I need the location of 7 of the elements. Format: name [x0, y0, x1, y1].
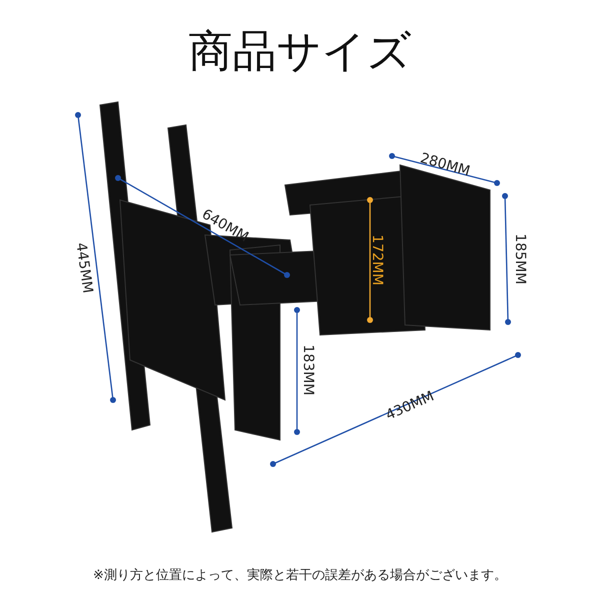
title: 商品サイズ [188, 25, 412, 79]
dimension-label: 183MM [300, 344, 316, 396]
note: ※測り方と位置によって、実際と若干の誤差がある場合がございます。 [92, 567, 508, 584]
dimension-label: 172MM [369, 234, 385, 286]
dimension-label: 185MM [512, 234, 528, 284]
dimension-label: 445MM [72, 242, 96, 294]
dimension-label: 280MM [418, 150, 472, 180]
